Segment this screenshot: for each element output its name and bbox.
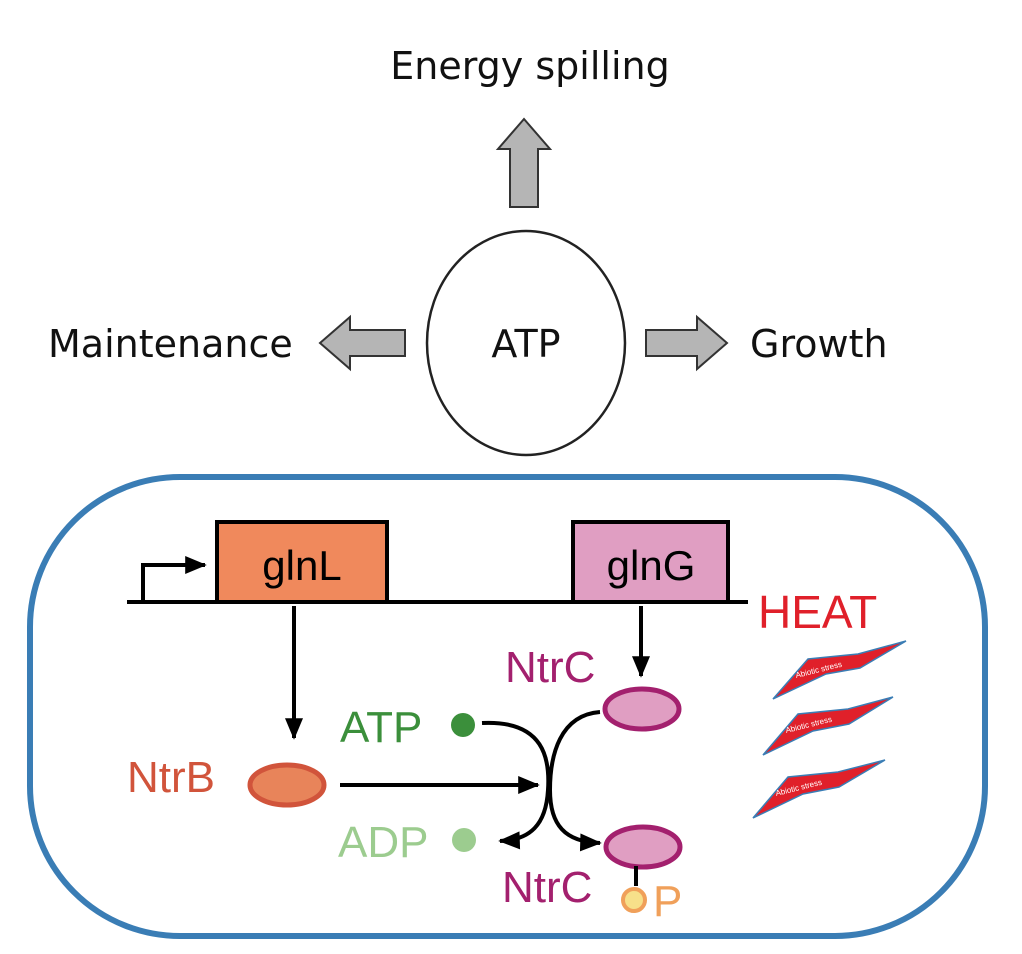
adp-dot — [452, 828, 476, 852]
maintenance-arrow — [318, 314, 406, 372]
glnL-gene-box — [215, 520, 389, 604]
ntrb-protein — [247, 762, 327, 808]
glnG-gene-label: glnG — [607, 542, 696, 589]
ntrc-top-label: NtrC — [505, 643, 595, 692]
energy-spilling-arrow — [495, 117, 553, 208]
glnL-gene-label: glnL — [262, 542, 341, 589]
ntrc-to-ntrcp-curve — [547, 710, 602, 852]
energy-spilling-label: Energy spilling — [390, 44, 669, 88]
ntrc-protein-phosphorylated — [603, 824, 683, 870]
phosphate-dot — [621, 887, 647, 913]
stress-bolt-2: Abiotic stress — [762, 696, 894, 756]
glnG-gene-box — [571, 520, 730, 604]
atp-circle — [425, 229, 627, 457]
atp-dot — [451, 713, 475, 737]
atp-center-label: ATP — [491, 322, 560, 366]
ntrb-label: NtrB — [127, 753, 215, 802]
ntrc-bottom-label: NtrC — [502, 863, 592, 912]
growth-label: Growth — [750, 322, 888, 366]
heat-label: HEAT — [758, 586, 877, 638]
stress-bolt-1: Abiotic stress — [772, 640, 907, 700]
phosphate-label: P — [653, 877, 682, 926]
adp-molecule-label: ADP — [338, 818, 428, 867]
promoter-arrow — [141, 556, 207, 602]
maintenance-label: Maintenance — [48, 322, 293, 366]
atp-molecule-label: ATP — [340, 703, 422, 752]
stress-bolt-3: Abiotic stress — [752, 759, 886, 819]
growth-arrow — [645, 314, 729, 372]
ntrc-protein-top — [602, 686, 682, 732]
